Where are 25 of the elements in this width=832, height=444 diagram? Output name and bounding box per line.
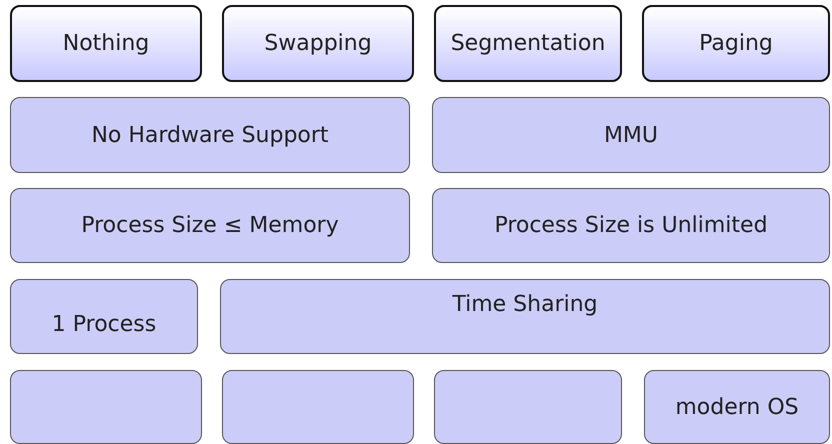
box-label: modern OS [674,394,800,420]
feature-box [10,97,410,173]
box-label: Nothing [62,31,150,56]
box-label: Time Sharing [451,292,599,317]
category-box [10,5,202,82]
category-box [222,5,414,82]
box-label: No Hardware Support [90,122,330,148]
feature-box [220,279,830,354]
box-label: Segmentation [450,31,606,56]
box-label: 1 Process [50,312,158,337]
box-label: MMU [602,122,660,148]
category-box [434,5,622,82]
feature-box [432,188,830,263]
box-label: Process Size is Unlimited [493,213,769,238]
box-label: Process Size ≤ Memory [80,213,340,238]
feature-box [644,370,830,444]
box-label: Paging [698,31,774,56]
feature-box [222,370,414,444]
category-box [642,5,830,82]
feature-box [10,188,410,263]
box-label: Swapping [263,31,373,56]
feature-box [432,97,830,173]
feature-box [434,370,622,444]
feature-box [10,370,202,444]
feature-box [10,279,198,354]
